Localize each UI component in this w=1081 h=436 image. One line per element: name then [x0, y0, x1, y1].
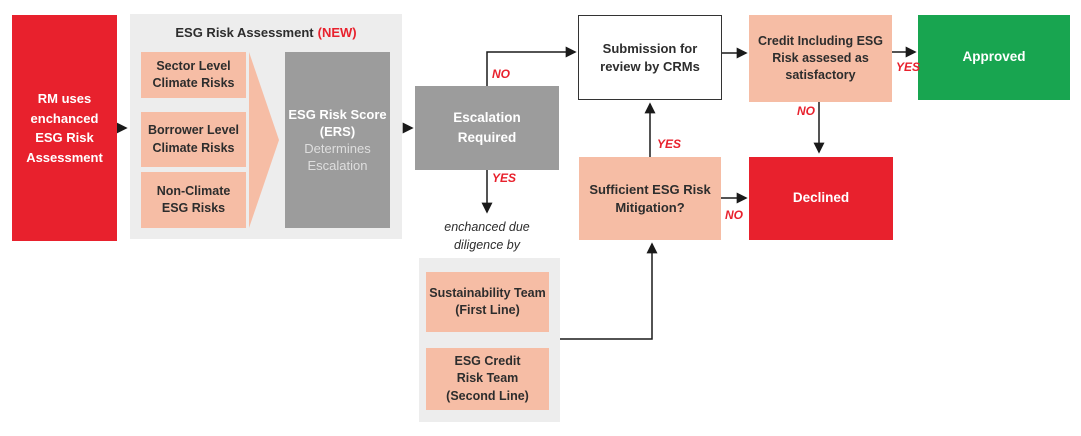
- teams-group: Sustainability Team (First Line) ESG Cre…: [419, 258, 560, 422]
- esg-assessment-group: ESG Risk Assessment(NEW) Sector Level Cl…: [130, 14, 402, 239]
- approved-box: Approved: [918, 15, 1070, 100]
- risk-box-sector-level: Sector Level Climate Risks: [141, 52, 246, 98]
- edge-label-escalation-no: NO: [492, 67, 510, 81]
- due-diligence-note: enchanced due diligence by: [444, 220, 530, 252]
- group-title-new-tag: (NEW): [317, 25, 357, 40]
- escalation-required-box: Escalation Required: [415, 86, 559, 170]
- esg-risk-score-box: ESG Risk Score (ERS) Determines Escalati…: [285, 52, 390, 228]
- score-box-title: ESG Risk Score (ERS): [288, 106, 387, 139]
- score-box-subtitle: Determines Escalation: [304, 141, 371, 174]
- flow-chevron-icon: [249, 52, 279, 228]
- team-box-sustainability: Sustainability Team (First Line): [426, 272, 549, 332]
- group-title-text: ESG Risk Assessment: [175, 25, 314, 40]
- credit-assessed-box: Credit Including ESG Risk assesed as sat…: [749, 15, 892, 102]
- edge-label-escalation-yes: YES: [492, 171, 517, 185]
- esg-assessment-group-title: ESG Risk Assessment(NEW): [130, 25, 402, 40]
- edge-label-mitigation-yes: YES: [657, 137, 682, 151]
- submission-review-box: Submission for review by CRMs: [578, 15, 722, 100]
- mitigation-question-box: Sufficient ESG Risk Mitigation?: [579, 157, 721, 240]
- edge-label-mitigation-no: NO: [725, 208, 743, 222]
- risk-box-borrower-level: Borrower Level Climate Risks: [141, 112, 246, 167]
- edge-label-credit-no: NO: [797, 104, 815, 118]
- rm-start-box: RM uses enchanced ESG Risk Assessment: [12, 15, 117, 241]
- declined-box: Declined: [749, 157, 893, 240]
- edge-label-credit-yes: YES: [896, 60, 921, 74]
- risk-box-non-climate: Non-Climate ESG Risks: [141, 172, 246, 228]
- team-box-esg-credit-risk: ESG Credit Risk Team (Second Line): [426, 348, 549, 410]
